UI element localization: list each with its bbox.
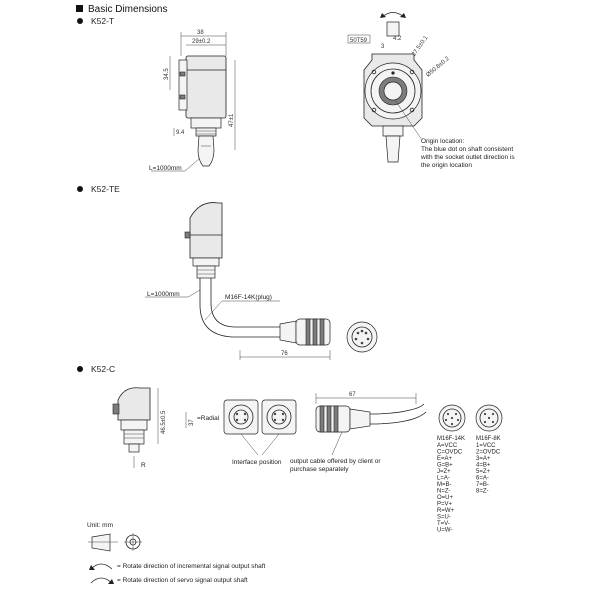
- r-label: R: [141, 462, 146, 469]
- pinout-8k-title: M16F-8K: [476, 436, 501, 442]
- origin-note-line-4: the origin location: [421, 162, 472, 169]
- plug-label: M16F-14K(plug): [225, 294, 272, 301]
- cable-length-label: L=1000mm: [149, 165, 182, 172]
- pinout-8k: M16F-8K 1=VCC2=OVDC3=A+4=B+5=Z+6=A-7=B-8…: [475, 404, 503, 495]
- pin-assignment: 3=A+: [476, 456, 491, 462]
- rotate-incremental-icon: [89, 563, 113, 570]
- bullet-icon: [77, 366, 83, 372]
- pin-assignment: L=A-: [437, 476, 450, 482]
- pin-assignment: T=V-: [437, 521, 450, 527]
- pin-assignment: R=W+: [437, 508, 455, 514]
- rotate-servo-icon: [90, 577, 114, 584]
- cable-note-line-2: purchase separately: [290, 466, 349, 473]
- bullet-icon: [77, 186, 83, 192]
- pin-assignment: S=U-: [437, 515, 451, 521]
- pin-assignment: G=B+: [437, 463, 453, 469]
- dim-width-inner: 29±0.2: [192, 39, 211, 45]
- pin-assignment: 6=A-: [476, 476, 489, 482]
- cable-length-67: 67: [349, 392, 356, 398]
- legend-incremental: = Rotate direction of incremental signal…: [117, 563, 266, 570]
- unit-label: Unit: mm: [87, 522, 113, 529]
- dim-height-left: 34.5: [164, 68, 170, 80]
- k52c-height: 46.5±0.5: [161, 410, 167, 434]
- pin-assignment: E=A+: [437, 456, 453, 462]
- dim-4-2: 4.2: [393, 36, 402, 42]
- pin-assignment: 5=Z+: [476, 469, 491, 475]
- k52t-front-view: 50T59 4.2 3 R27.5±0.1 Ø50.8±0.2 Origin l…: [347, 12, 515, 169]
- pin-assignment: M=B-: [437, 482, 452, 488]
- k52te-side-view: L=1000mm M16F-14K(plug) 76: [145, 202, 378, 360]
- origin-note-line-2: The blue dot on shaft consistent: [421, 146, 513, 153]
- plug-length: 76: [281, 351, 288, 357]
- interface-position-label: Interface position: [232, 459, 282, 466]
- pin-assignment: N=Z-: [437, 489, 451, 495]
- pin-assignment: P=V+: [437, 502, 453, 508]
- te-cable-length-label: L=1000mm: [147, 291, 180, 298]
- origin-note-line-3: with the socket outlet direction is: [420, 154, 515, 161]
- dim-width-top: 38: [197, 30, 204, 36]
- k52t-side-view: 38 29±0.2 34.5 47±1 9.4 L=1000mm: [149, 30, 236, 172]
- label-box-code: 50T59: [350, 38, 368, 44]
- dim-height-right: 47±1: [229, 113, 235, 127]
- pin-assignment: 2=OVDC: [476, 450, 501, 456]
- pin-assignment: 4=B+: [476, 463, 491, 469]
- heading-square-icon: [76, 5, 83, 12]
- pin-assignment: J=Z+: [437, 469, 451, 475]
- cable-note-line-1: output cable offered by client or: [290, 458, 381, 465]
- radial-label: =Radial: [197, 415, 220, 422]
- interface-views: 37 =Radial Interface position: [185, 399, 297, 466]
- k52c-cable: 67 output cable offered by client or pur…: [290, 392, 427, 473]
- model-label-k52te: K52-TE: [91, 184, 120, 194]
- legend-servo: = Rotate direction of servo signal outpu…: [117, 577, 248, 584]
- dim-3: 3: [381, 44, 385, 50]
- pinout-14k-title: M16F-14K: [437, 436, 465, 442]
- pin-assignment: C=OVDC: [437, 450, 463, 456]
- shaft-symbol: [88, 533, 142, 552]
- dim-shaft-len: 9.4: [176, 130, 185, 136]
- pinout-14k: M16F-14K A=VCCC=OVDCE=A+G=B+J=Z+L=A-M=B-…: [437, 404, 466, 534]
- pin-assignment: A=VCC: [437, 443, 458, 449]
- pin-assignment: 1=VCC: [476, 443, 496, 449]
- model-label-k52t: K52-T: [91, 16, 114, 26]
- model-label-k52c: K52-C: [91, 364, 115, 374]
- radial-dim: 37: [189, 419, 195, 426]
- pin-assignment: U=W-: [437, 528, 452, 534]
- dim-d50: Ø50.8±0.2: [425, 56, 451, 79]
- pin-assignment: 8=Z-: [476, 489, 489, 495]
- pin-assignment: 7=B-: [476, 482, 489, 488]
- page-title: Basic Dimensions: [88, 4, 167, 15]
- bullet-icon: [77, 18, 83, 24]
- k52c-side-view: 46.5±0.5 R: [112, 387, 167, 469]
- pin-assignment: O=U+: [437, 495, 454, 501]
- origin-note-line-1: Origin location:: [421, 138, 465, 145]
